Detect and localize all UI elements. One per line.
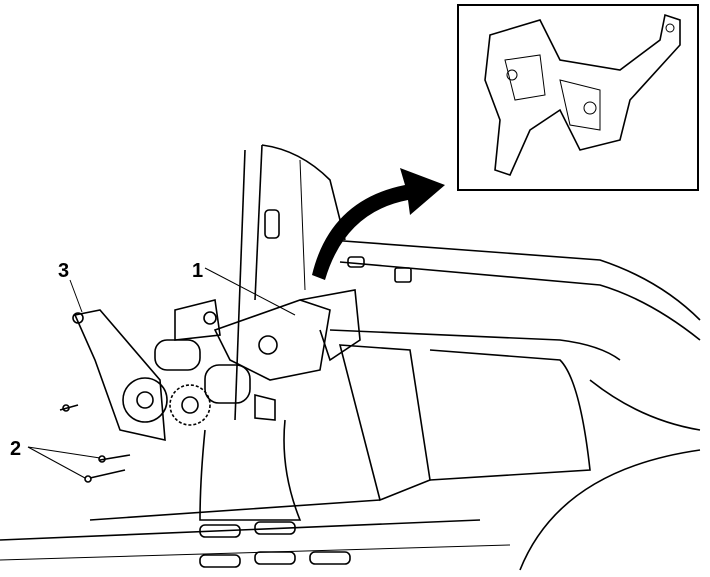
callout-1: 1 (192, 260, 204, 282)
seat-adjuster-mechanism (59, 289, 361, 483)
curved-arrow-icon (312, 168, 445, 280)
detail-inset (457, 4, 699, 191)
callout-2: 2 (10, 438, 22, 460)
callout-3: 3 (58, 260, 70, 282)
leader-lines (27, 267, 296, 479)
vehicle-body (0, 144, 701, 571)
